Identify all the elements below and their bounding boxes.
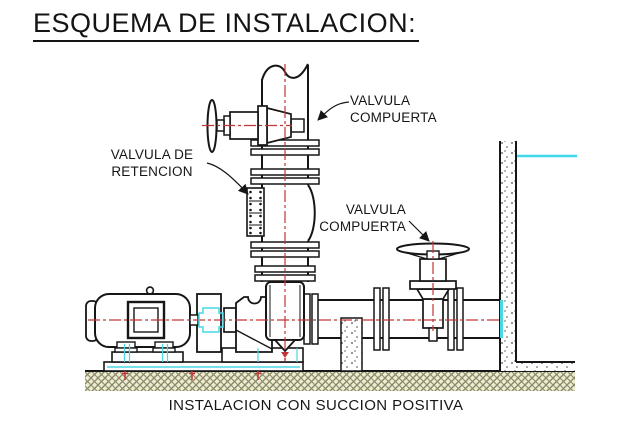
concrete-wall [499,141,575,371]
suction-flanges [303,287,464,351]
diagram-caption: INSTALACION CON SUCCION POSITIVA [168,397,464,414]
label-gate-valve-right: VALVULA COMPUERTA [302,201,406,235]
label-check-valve: VALVULA DE RETENCION [100,146,204,180]
pipe-support-pier [340,317,363,372]
centerlines [88,64,500,360]
check-valve [246,184,316,242]
lifting-eye-icon [145,286,155,295]
pump [196,281,305,353]
motor-feet [114,341,176,353]
check-valve-cover [246,187,265,237]
page-title: ESQUEMA DE INSTALACION: [33,8,420,42]
label-line: VALVULA DE [110,147,194,162]
coupling-guard [196,293,222,353]
leader-lines [206,101,430,242]
label-gate-valve-top: VALVULA COMPUERTA [350,92,437,126]
drain-and-anchors [122,352,289,380]
label-line: VALVULA [345,202,406,217]
ground [85,370,575,391]
label-line: RETENCION [111,164,193,179]
label-line: VALVULA [350,93,411,108]
label-line: COMPUERTA [350,110,437,125]
label-line: COMPUERTA [319,219,406,234]
coupling [198,307,224,333]
hidden-details [107,300,503,368]
